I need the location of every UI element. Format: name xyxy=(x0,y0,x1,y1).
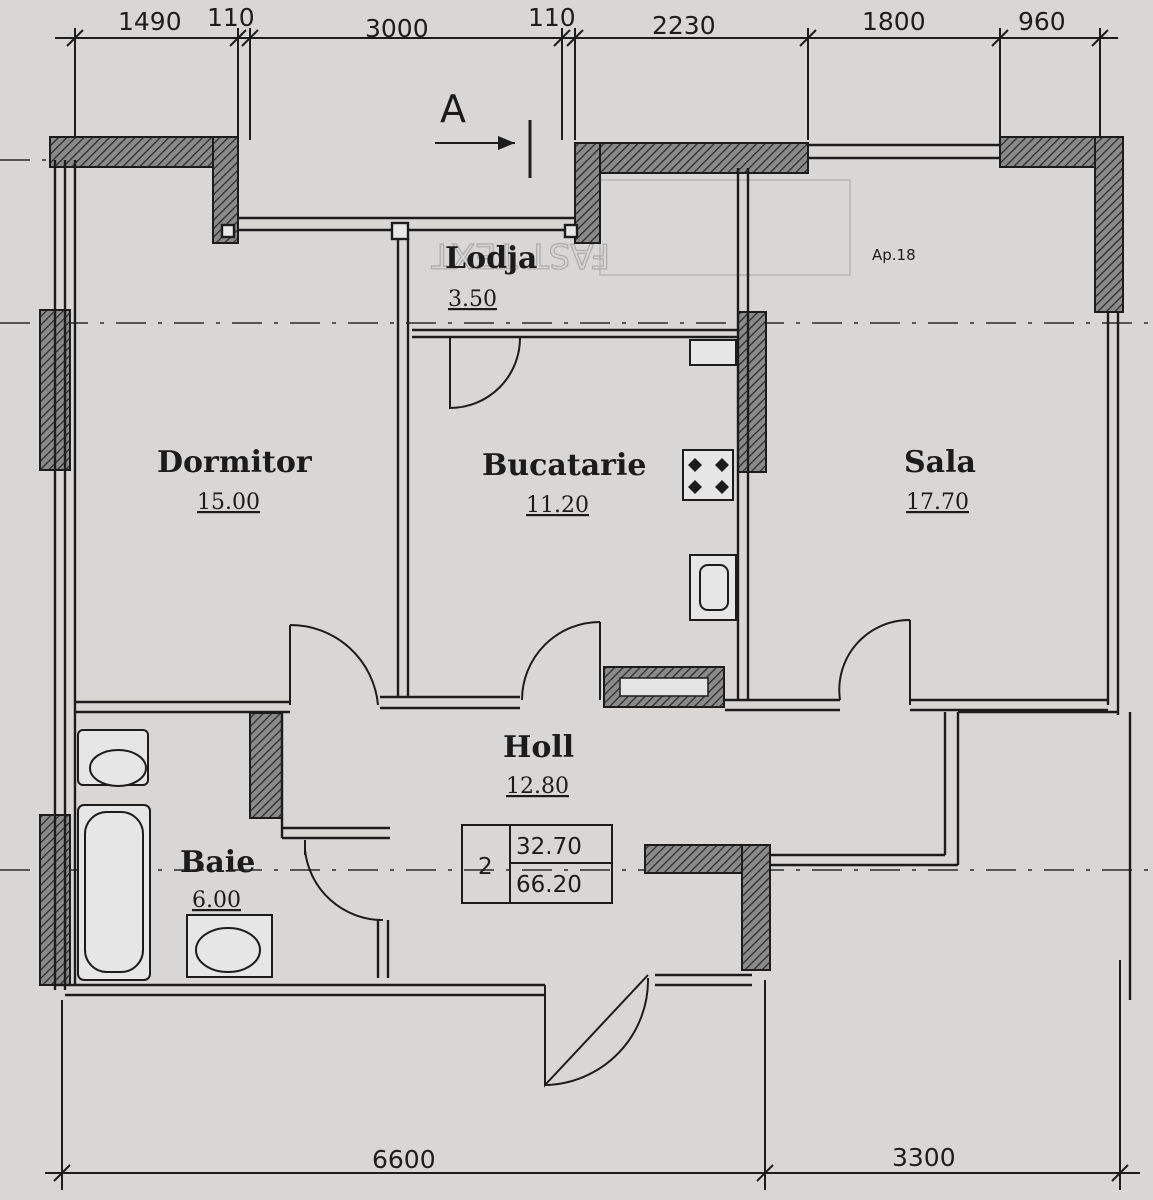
dim-label: 2230 xyxy=(652,11,716,40)
dim-label: 110 xyxy=(207,3,255,32)
dim-label: 3000 xyxy=(365,14,429,43)
dim-label: 1490 xyxy=(118,7,182,36)
partitions xyxy=(53,143,1132,1000)
fixtures xyxy=(77,339,737,981)
room-area-dormitor: 15.00 xyxy=(197,490,260,515)
room-area-bucatarie: 11.20 xyxy=(526,493,589,518)
dim-label: 110 xyxy=(528,3,576,32)
doors xyxy=(289,337,911,1088)
stove-icon xyxy=(682,449,734,501)
room-area-sala: 17.70 xyxy=(906,490,969,515)
room-name-holl: Holl xyxy=(503,730,574,765)
dimension-chain-bottom xyxy=(45,960,1140,1190)
dimension-labels-top: 1490 110 3000 110 2230 1800 960 xyxy=(118,3,1066,43)
area-summary-box: 2 32.70 66.20 xyxy=(461,824,613,904)
room-name-dormitor: Dormitor xyxy=(157,445,313,480)
basin-icon xyxy=(689,339,737,366)
dim-label: 6600 xyxy=(372,1145,436,1174)
stove-burners-icon xyxy=(688,458,729,494)
summary-living-area: 32.70 xyxy=(516,834,582,860)
dim-label: 1800 xyxy=(862,7,926,36)
room-name-baie: Baie xyxy=(180,845,255,880)
dim-label: 960 xyxy=(1018,7,1066,36)
section-marker: A xyxy=(435,87,532,178)
room-labels: Lodja 3.50 Dormitor 15.00 Bucatarie 11.2… xyxy=(157,241,976,913)
summary-rooms: 2 xyxy=(478,854,493,880)
room-name-sala: Sala xyxy=(904,445,976,480)
room-area-holl: 12.80 xyxy=(506,774,569,799)
apartment-number: Ap.18 xyxy=(872,246,916,264)
room-name-bucatarie: Bucatarie xyxy=(482,448,646,483)
room-name-lodja: Lodja xyxy=(445,241,537,276)
room-area-lodja: 3.50 xyxy=(448,287,497,312)
axis-lines xyxy=(0,159,1153,871)
summary-total-area: 66.20 xyxy=(516,872,582,898)
dim-label: 3300 xyxy=(892,1143,956,1172)
room-area-baie: 6.00 xyxy=(192,888,241,913)
dimension-chain-top xyxy=(55,28,1118,160)
section-label: A xyxy=(440,87,466,131)
